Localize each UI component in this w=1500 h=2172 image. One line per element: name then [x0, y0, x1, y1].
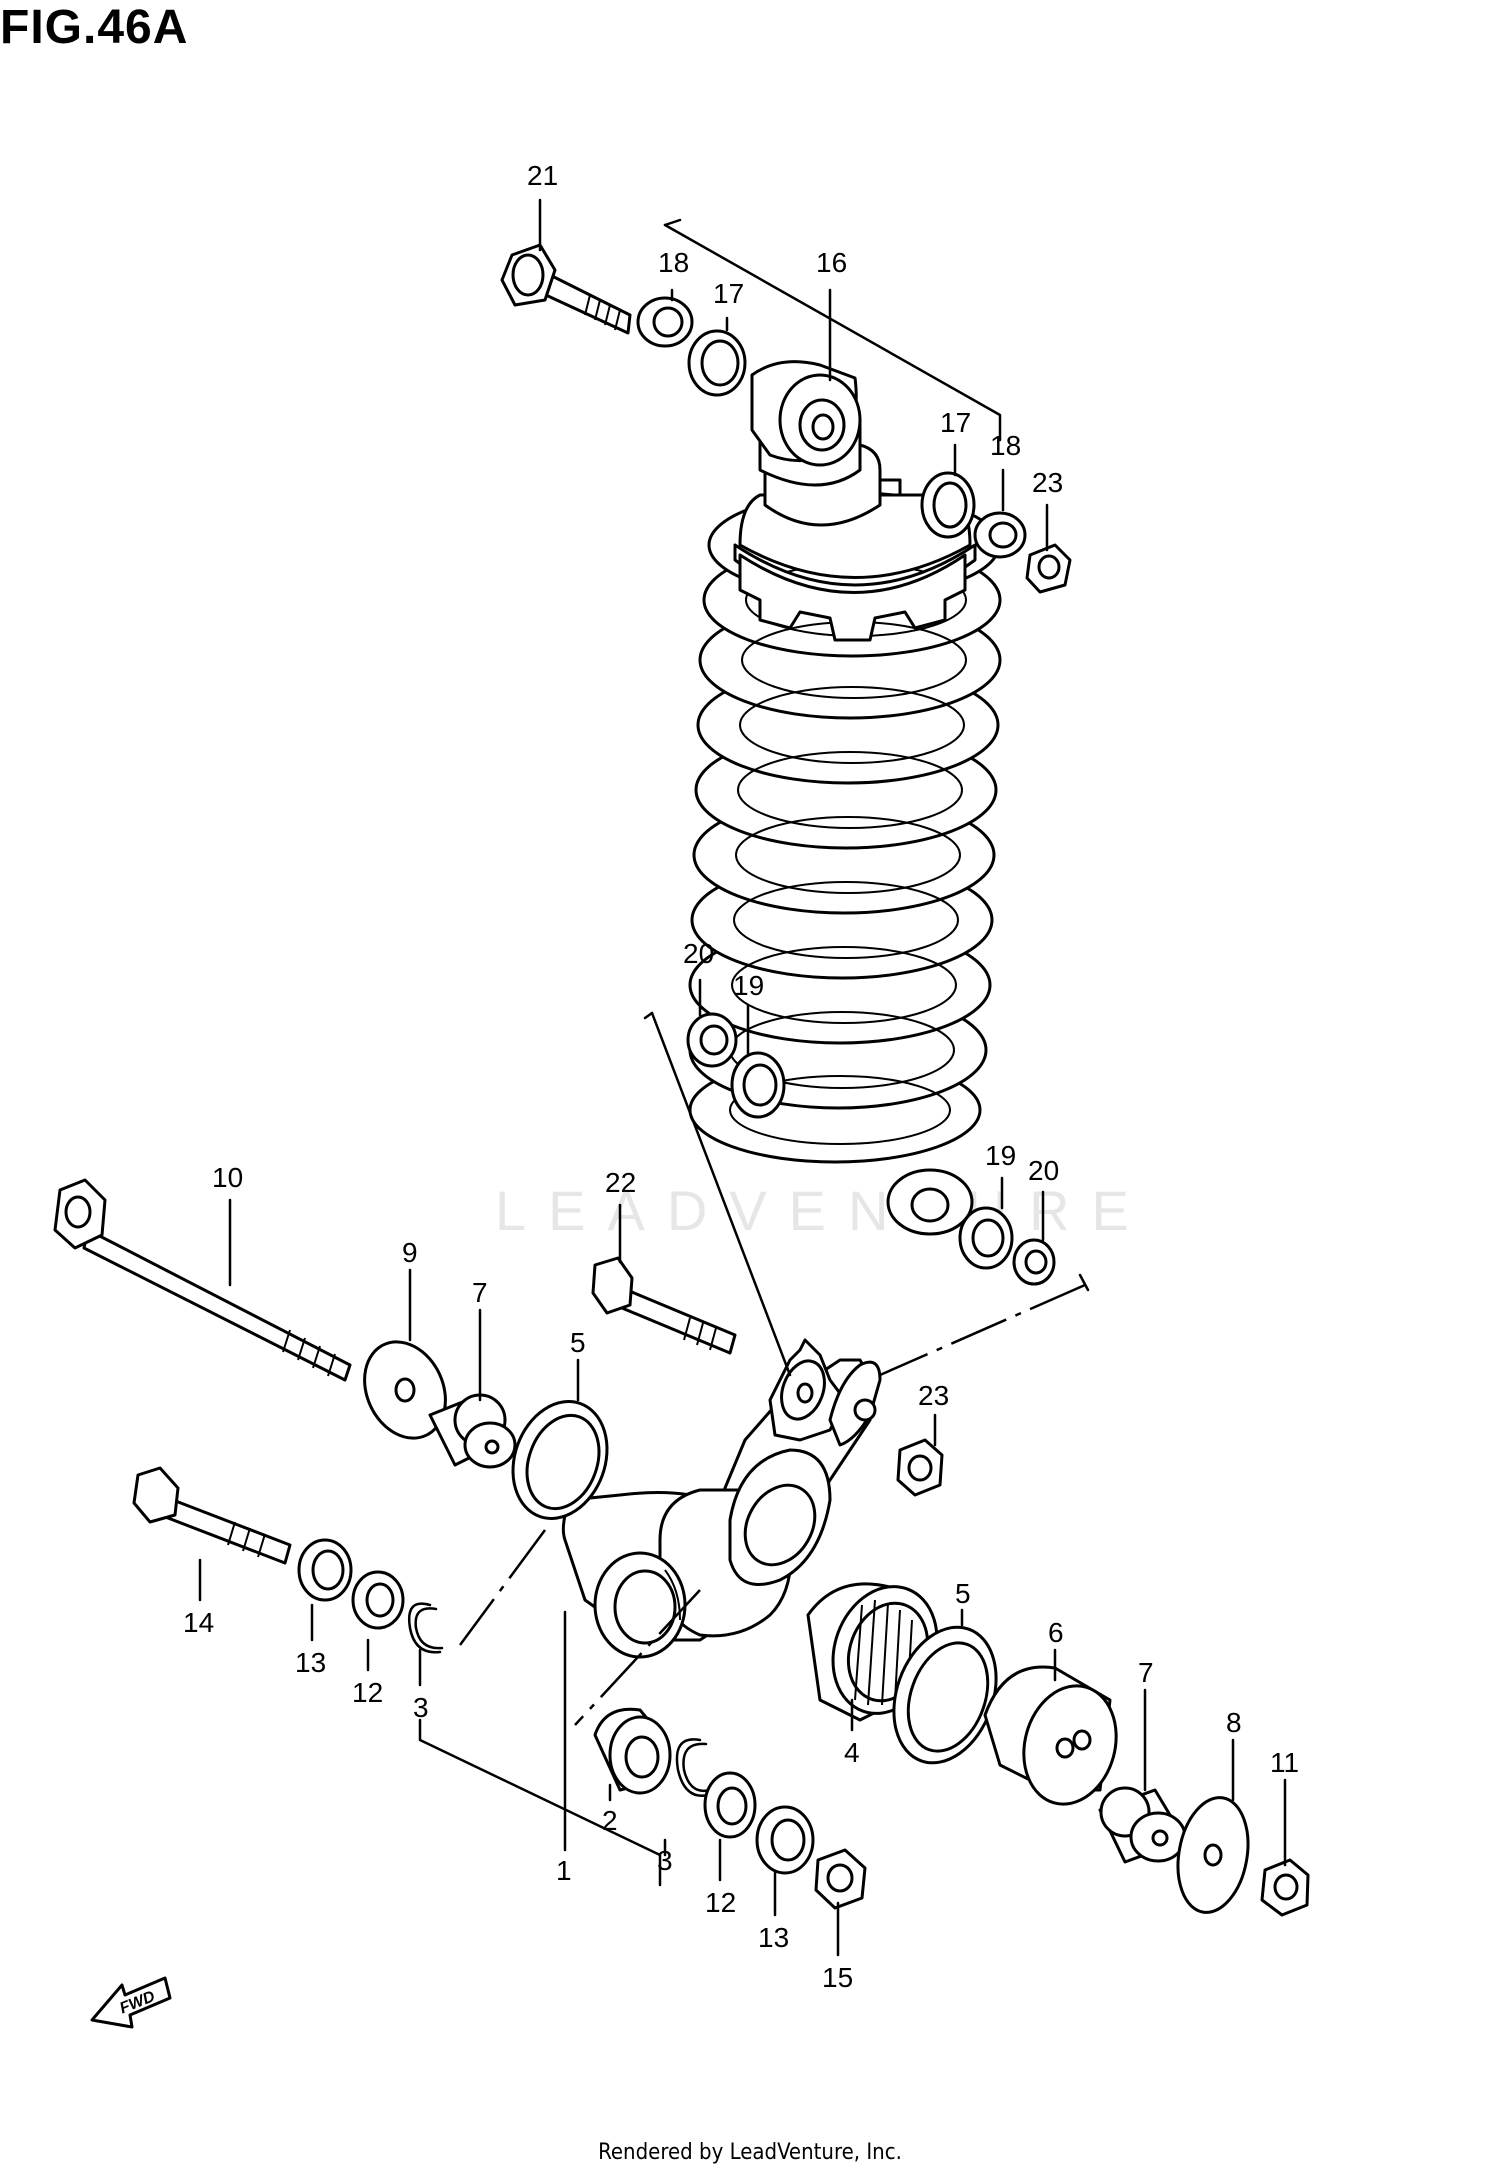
callout-20-right: 20	[1028, 1155, 1059, 1186]
callout-18-upper-left: 18	[658, 247, 689, 278]
callout-18-upper-right: 18	[990, 430, 1021, 461]
callout-20-left: 20	[683, 938, 714, 969]
callout-12-right: 12	[705, 1887, 736, 1918]
bushing-19-lower-right[interactable]	[958, 1206, 1014, 1270]
bushing-13-left[interactable]	[297, 1538, 353, 1602]
callout-23-lower: 23	[918, 1380, 949, 1411]
callout-3-right: 3	[657, 1845, 673, 1876]
callout-13-left: 13	[295, 1647, 326, 1678]
callout-5-left: 5	[570, 1327, 586, 1358]
callout-21: 21	[527, 160, 558, 191]
bushing-13-right[interactable]	[755, 1805, 815, 1875]
leader-lines	[198, 198, 1287, 1957]
callout-8: 8	[1226, 1707, 1242, 1738]
nut-15[interactable]	[814, 1848, 867, 1910]
callout-17-upper-right: 17	[940, 407, 971, 438]
callout-13-right: 13	[758, 1922, 789, 1953]
spacer-6[interactable]	[983, 1665, 1129, 1815]
washer-20-lower-left[interactable]	[686, 1012, 738, 1068]
nut-23-lower[interactable]	[896, 1438, 944, 1497]
callout-16: 16	[816, 247, 847, 278]
callout-7-left: 7	[472, 1277, 488, 1308]
bushing-17-upper-left[interactable]	[687, 329, 747, 397]
washer-18-upper-right[interactable]	[973, 511, 1027, 559]
bushing-19-lower-left[interactable]	[730, 1051, 786, 1119]
callout-7-right: 7	[1138, 1657, 1154, 1688]
callout-3-left: 3	[413, 1692, 429, 1723]
washer-12-right[interactable]	[703, 1771, 757, 1839]
washer-18-upper-left[interactable]	[636, 296, 694, 348]
cushion-lever-1[interactable]	[561, 1338, 882, 1659]
callout-17-upper-left: 17	[713, 278, 744, 309]
callout-11: 11	[1270, 1747, 1299, 1778]
bolt-22[interactable]	[591, 1256, 737, 1355]
dust-seal-5-left[interactable]	[497, 1388, 623, 1532]
callout-19-right: 19	[985, 1140, 1016, 1171]
callout-15: 15	[822, 1962, 853, 1993]
figure-title: FIG.46A	[0, 1, 189, 54]
circlip-3-right[interactable]	[675, 1738, 712, 1797]
fwd-direction-arrow: FWD	[90, 1976, 172, 2029]
callout-12-left: 12	[352, 1677, 383, 1708]
circlip-3-left[interactable]	[407, 1602, 444, 1654]
callout-23-upper: 23	[1032, 467, 1063, 498]
long-bolt-10[interactable]	[53, 1178, 352, 1382]
callout-5-right: 5	[955, 1578, 971, 1609]
callout-9: 9	[402, 1237, 418, 1268]
callout-22: 22	[605, 1167, 636, 1198]
footer-credit: Rendered by LeadVenture, Inc.	[598, 2140, 902, 2165]
callout-19-left: 19	[733, 970, 764, 1001]
washer-20-lower-right[interactable]	[1012, 1238, 1056, 1286]
callout-10: 10	[212, 1162, 243, 1193]
nut-23-upper[interactable]	[1025, 543, 1072, 594]
rear-shock-absorber[interactable]	[688, 360, 1002, 1236]
callout-labels: 21 18 17 16 17 18 23 20 19 19 20 10 22 9…	[183, 160, 1299, 1993]
callout-1: 1	[556, 1855, 572, 1886]
washer-9[interactable]	[349, 1329, 460, 1452]
spacer-2[interactable]	[593, 1707, 672, 1795]
washer-12-left[interactable]	[351, 1570, 405, 1630]
callout-4: 4	[844, 1737, 860, 1768]
washer-8[interactable]	[1169, 1792, 1256, 1918]
upper-mount-bolt-21[interactable]	[500, 243, 632, 335]
bushing-17-upper-right[interactable]	[920, 471, 976, 539]
nut-11[interactable]	[1260, 1858, 1310, 1917]
callout-6: 6	[1048, 1617, 1064, 1648]
collar-7-right[interactable]	[1098, 1786, 1187, 1864]
bolt-14[interactable]	[132, 1466, 292, 1565]
callout-2: 2	[602, 1805, 618, 1836]
callout-14: 14	[183, 1607, 214, 1638]
watermark-text: LEADVENTURE	[495, 1179, 1151, 1242]
